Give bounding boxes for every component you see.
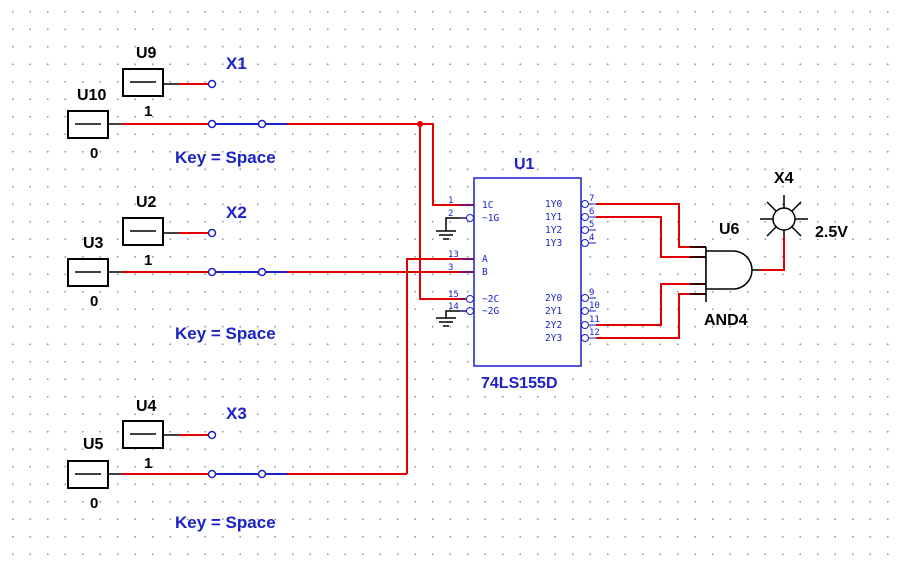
switch-row-1: U9 1 X1 U10 0 Key = Space: [67, 45, 420, 167]
source-value-u2: 1: [144, 252, 152, 269]
pin-number: 1: [448, 196, 453, 206]
switch-contact-left-2[interactable]: [207, 267, 217, 277]
part-ref-u1: U1: [514, 156, 535, 173]
key-label-2: Key = Space: [175, 324, 276, 343]
part-ref-u9: U9: [136, 45, 157, 62]
pin-number: 9: [589, 288, 594, 298]
switch-row-2: U2 1 X2 U3 0 Key = Space: [67, 194, 474, 343]
switch-contact-left-1[interactable]: [207, 119, 217, 129]
pin-label: 1Y1: [545, 212, 562, 223]
pin-number: 5: [589, 220, 594, 230]
part-number-74ls155d: 74LS155D: [481, 375, 558, 392]
pin-number: 2: [448, 209, 453, 219]
logic-source-u2[interactable]: [122, 217, 164, 246]
pin-number: 13: [448, 250, 459, 260]
routing-wires: [406, 123, 474, 474]
part-ref-x4: X4: [774, 170, 794, 187]
pin-label: 2Y3: [545, 333, 562, 344]
switch-contact-left-3[interactable]: [207, 469, 217, 479]
logic-source-u4[interactable]: [122, 420, 164, 449]
probe-label-x1: X1: [226, 54, 247, 73]
pin-label: ~1G: [482, 213, 499, 224]
pin-label: ~2G: [482, 306, 499, 317]
decoder-right-pins: 7 1Y0 6 1Y1 5 1Y2 4 1Y3 9 2Y0 10 2Y1 11 …: [545, 194, 600, 344]
key-label-1: Key = Space: [175, 148, 276, 167]
pin-number: 14: [448, 302, 459, 312]
pin-label: ~2C: [482, 294, 499, 305]
probe-label-x2: X2: [226, 203, 247, 222]
switch-contact-x3[interactable]: [207, 430, 217, 440]
pin-number: 4: [589, 233, 594, 243]
switch-contact-right-3[interactable]: [257, 469, 267, 479]
pin-number: 11: [589, 315, 600, 325]
pin-label: 1Y2: [545, 225, 562, 236]
switch-contact-right-2[interactable]: [257, 267, 267, 277]
decoder-left-pins: 1 1C 2 ~1G 13 A 3 B 15 ~2C 14 ~2G: [448, 196, 499, 317]
part-ref-u5: U5: [83, 436, 104, 453]
pin-number: 12: [589, 328, 600, 338]
source-value-u5: 0: [90, 495, 98, 512]
source-value-u3: 0: [90, 293, 98, 310]
part-ref-u4: U4: [136, 398, 157, 415]
part-ref-u2: U2: [136, 194, 157, 211]
part-ref-u10: U10: [77, 87, 106, 104]
source-value-u10: 0: [90, 145, 98, 162]
part-ref-u3: U3: [83, 235, 104, 252]
pin-label: 1Y0: [545, 199, 562, 210]
logic-source-u10[interactable]: [67, 110, 109, 139]
probe-label-x3: X3: [226, 404, 247, 423]
pin-label: 2Y0: [545, 293, 562, 304]
pin-label: A: [482, 254, 488, 265]
output-wires: [596, 203, 706, 339]
logic-source-u3[interactable]: [67, 258, 109, 287]
lamp-x4[interactable]: [760, 195, 808, 237]
pin-label: 2Y1: [545, 306, 562, 317]
switch-row-3: U4 1 X3 U5 0 Key = Space: [67, 398, 407, 532]
junction-dot: [417, 121, 423, 127]
pin-label: 1Y3: [545, 238, 562, 249]
lamp-wire: [760, 236, 785, 271]
pin-number: 10: [589, 301, 600, 311]
switch-contact-x2[interactable]: [207, 228, 217, 238]
source-value-u4: 1: [144, 455, 152, 472]
pin-number: 6: [589, 207, 594, 217]
switch-contact-x1[interactable]: [207, 79, 217, 89]
pin-number: 7: [589, 194, 594, 204]
pin-number: 3: [448, 263, 453, 273]
logic-source-u5[interactable]: [67, 460, 109, 489]
pin-label: 2Y2: [545, 320, 562, 331]
pin-label: 1C: [482, 200, 493, 211]
key-label-3: Key = Space: [175, 513, 276, 532]
pin-label: B: [482, 267, 488, 278]
pin-number: 15: [448, 290, 459, 300]
decoder-ic-u1[interactable]: [473, 177, 582, 367]
lamp-voltage-label: 2.5V: [815, 224, 848, 241]
part-ref-u6: U6: [719, 221, 740, 238]
switch-contact-right-1[interactable]: [257, 119, 267, 129]
source-value-u9: 1: [144, 103, 152, 120]
logic-source-u9[interactable]: [122, 68, 164, 97]
part-type-and4: AND4: [704, 312, 748, 329]
and-gate-u6[interactable]: [690, 246, 760, 302]
